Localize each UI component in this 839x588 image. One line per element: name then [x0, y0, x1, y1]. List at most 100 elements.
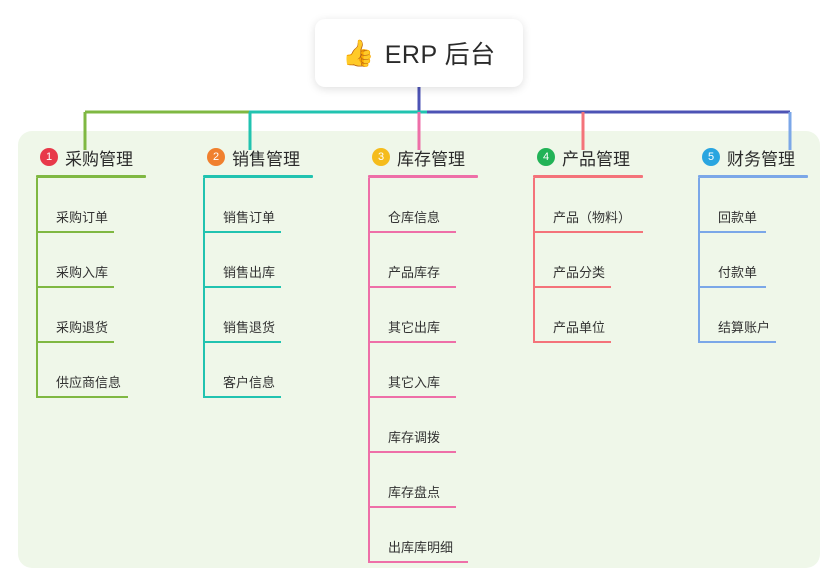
- branch-item-rule: [203, 341, 281, 343]
- branch-item-label: 结算账户: [718, 320, 771, 335]
- branch-item[interactable]: 回款单: [698, 178, 808, 233]
- branch-title: 采购管理: [65, 149, 133, 169]
- branch-item-rule: [203, 231, 281, 233]
- branch-item-label: 客户信息: [223, 375, 276, 390]
- branch-title: 产品管理: [562, 149, 630, 169]
- root-node-card[interactable]: 👍 ERP 后台: [315, 19, 523, 87]
- branch-item-rule: [203, 396, 281, 398]
- branches-panel: [18, 131, 820, 568]
- branch-item-rule: [36, 341, 114, 343]
- branch-header-rule: [368, 175, 478, 178]
- branch-item[interactable]: 产品分类: [533, 233, 643, 288]
- branch-item[interactable]: 客户信息: [203, 343, 313, 398]
- branch-item-rule: [36, 231, 114, 233]
- branch-item[interactable]: 产品单位: [533, 288, 643, 343]
- branch-item[interactable]: 采购订单: [36, 178, 146, 233]
- branch-item[interactable]: 出库库明细: [368, 508, 478, 563]
- branch-title: 销售管理: [232, 149, 300, 169]
- branch-item-label: 产品单位: [553, 320, 606, 335]
- root-node-title: ERP 后台: [384, 41, 496, 69]
- branch-column-4: 4 产品管理产品（物料） 产品分类产品单位: [533, 144, 643, 343]
- branch-header-2[interactable]: 2 销售管理: [203, 144, 313, 170]
- branch-item-label: 其它入库: [388, 375, 441, 390]
- branch-number-badge: 3: [372, 148, 390, 166]
- branch-item-rule: [533, 341, 611, 343]
- branch-item-label: 其它出库: [388, 320, 441, 335]
- branch-item[interactable]: 采购退货: [36, 288, 146, 343]
- branch-item-rule: [698, 286, 766, 288]
- branch-spine: [203, 178, 205, 398]
- branch-column-3: 3 库存管理仓库信息产品库存其它出库其它入库库存调拨库存盘点出库库明细: [368, 144, 478, 563]
- branch-item[interactable]: 产品库存: [368, 233, 478, 288]
- branch-item[interactable]: 供应商信息: [36, 343, 146, 398]
- branch-number-badge: 1: [40, 148, 58, 166]
- branch-header-1[interactable]: 1 采购管理: [36, 144, 146, 170]
- branch-number-badge: 4: [537, 148, 555, 166]
- branch-item[interactable]: 产品（物料）: [533, 178, 643, 233]
- branch-item-label: 出库库明细: [388, 540, 454, 555]
- branch-item-rule: [36, 396, 128, 398]
- branch-spine: [36, 178, 38, 398]
- branch-item[interactable]: 库存调拨: [368, 398, 478, 453]
- thumbs-up-icon: 👍: [342, 38, 375, 68]
- branch-header-rule: [36, 175, 146, 178]
- branch-item-label: 产品（物料）: [553, 210, 632, 225]
- branch-header-3[interactable]: 3 库存管理: [368, 144, 478, 170]
- branch-item-label: 采购入库: [56, 265, 109, 280]
- branch-item-rule: [368, 341, 456, 343]
- branch-item[interactable]: 其它出库: [368, 288, 478, 343]
- branch-number-badge: 2: [207, 148, 225, 166]
- branch-item-label: 库存盘点: [388, 485, 441, 500]
- branch-item-label: 销售订单: [223, 210, 276, 225]
- branch-item-rule: [698, 341, 776, 343]
- branch-item-label: 采购退货: [56, 320, 109, 335]
- branch-header-4[interactable]: 4 产品管理: [533, 144, 643, 170]
- branch-item[interactable]: 仓库信息: [368, 178, 478, 233]
- branch-item[interactable]: 采购入库: [36, 233, 146, 288]
- branch-item[interactable]: 结算账户: [698, 288, 808, 343]
- branch-item-label: 销售退货: [223, 320, 276, 335]
- branch-item-rule: [533, 231, 643, 233]
- branch-header-rule: [698, 175, 808, 178]
- branch-item[interactable]: 销售订单: [203, 178, 313, 233]
- branch-item-label: 供应商信息: [56, 375, 122, 390]
- branch-item-rule: [368, 561, 468, 563]
- branch-column-2: 2 销售管理销售订单销售出库销售退货客户信息: [203, 144, 313, 398]
- branch-item-rule: [533, 286, 611, 288]
- branch-items: 采购订单采购入库采购退货供应商信息: [36, 178, 146, 398]
- branch-item[interactable]: 库存盘点: [368, 453, 478, 508]
- branch-item-rule: [698, 231, 766, 233]
- branch-item[interactable]: 其它入库: [368, 343, 478, 398]
- branch-item[interactable]: 销售退货: [203, 288, 313, 343]
- branch-header-rule: [533, 175, 643, 178]
- branch-item[interactable]: 销售出库: [203, 233, 313, 288]
- branch-item-label: 付款单: [718, 265, 758, 280]
- branch-item-rule: [368, 396, 456, 398]
- branch-item-rule: [368, 231, 456, 233]
- branch-header-rule: [203, 175, 313, 178]
- branch-title: 财务管理: [727, 149, 795, 169]
- branch-item-rule: [36, 286, 114, 288]
- branch-header-5[interactable]: 5 财务管理: [698, 144, 808, 170]
- branch-spine: [698, 178, 700, 343]
- branch-item-label: 销售出库: [223, 265, 276, 280]
- branch-item-label: 产品分类: [553, 265, 606, 280]
- branch-title: 库存管理: [397, 149, 465, 169]
- branch-item-label: 仓库信息: [388, 210, 441, 225]
- branch-spine: [368, 178, 370, 563]
- branch-item-label: 产品库存: [388, 265, 441, 280]
- branch-number-badge: 5: [702, 148, 720, 166]
- branch-item-rule: [368, 506, 456, 508]
- branch-item-rule: [203, 286, 281, 288]
- branch-item-label: 回款单: [718, 210, 758, 225]
- branch-items: 销售订单销售出库销售退货客户信息: [203, 178, 313, 398]
- branch-item[interactable]: 付款单: [698, 233, 808, 288]
- branch-item-rule: [368, 451, 456, 453]
- branch-items: 产品（物料） 产品分类产品单位: [533, 178, 643, 343]
- branch-column-1: 1 采购管理采购订单采购入库采购退货供应商信息: [36, 144, 146, 398]
- branch-items: 回款单付款单结算账户: [698, 178, 808, 343]
- branch-column-5: 5 财务管理回款单付款单结算账户: [698, 144, 808, 343]
- branch-item-label: 采购订单: [56, 210, 109, 225]
- branch-items: 仓库信息产品库存其它出库其它入库库存调拨库存盘点出库库明细: [368, 178, 478, 563]
